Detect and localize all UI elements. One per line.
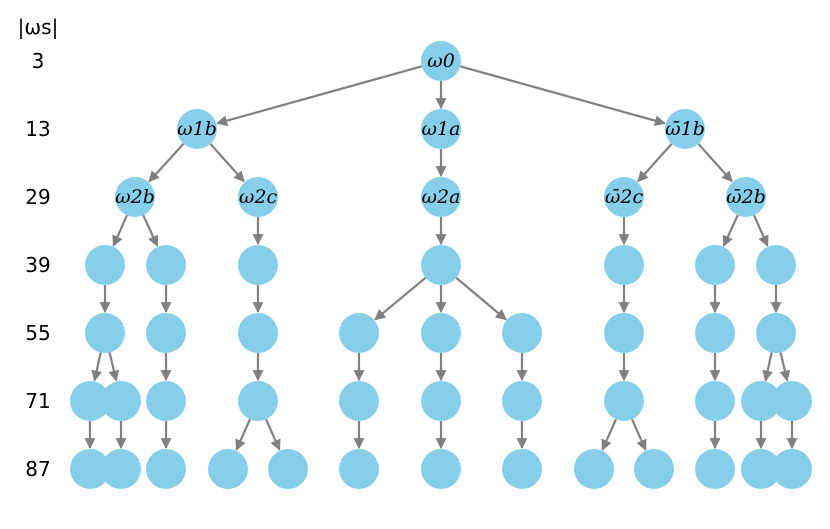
tree-node bbox=[604, 245, 644, 285]
tree-node bbox=[604, 381, 644, 421]
tree-node bbox=[695, 313, 735, 353]
tree-node bbox=[756, 313, 796, 353]
tree-node-wb1b bbox=[665, 109, 705, 149]
tree-edge-arrow bbox=[108, 352, 120, 382]
tree-node bbox=[208, 449, 248, 489]
tree-node bbox=[421, 449, 461, 489]
level-size-label: 71 bbox=[25, 389, 50, 413]
tree-node bbox=[238, 245, 278, 285]
tree-node-label: ω1b bbox=[177, 118, 217, 140]
tree-node bbox=[85, 245, 125, 285]
tree-edge-arrow bbox=[374, 276, 427, 321]
tree-node bbox=[741, 381, 781, 421]
tree-node-w1a bbox=[421, 109, 461, 149]
tree-edge-arrow bbox=[779, 352, 791, 382]
level-size-label: 13 bbox=[25, 117, 50, 141]
nodes: ω0 ω1b ω1a ω̄1b ω2b ω2c ω2a ω̄2c ω̄2b bbox=[70, 41, 812, 489]
tree-node-label: ω̄2c bbox=[605, 186, 644, 208]
tree-node bbox=[695, 449, 735, 489]
level-size-label: 55 bbox=[25, 321, 50, 345]
tree-node-w1b bbox=[177, 109, 217, 149]
tree-node bbox=[634, 449, 674, 489]
tree-node bbox=[85, 313, 125, 353]
tree-edge-arrow bbox=[697, 143, 733, 183]
tree-edge-arrow bbox=[459, 65, 666, 127]
tree-node-label: ω̄2b bbox=[726, 186, 766, 208]
tree-node-w0 bbox=[421, 41, 461, 81]
tree-node-w2c bbox=[238, 177, 278, 217]
tree-node bbox=[695, 245, 735, 285]
tree-node bbox=[146, 449, 186, 489]
tree-node-label: ω2b bbox=[115, 186, 155, 208]
tree-node-w2a bbox=[421, 177, 461, 217]
tree-node-label: ω2c bbox=[239, 186, 278, 208]
tree-node bbox=[695, 381, 735, 421]
tree-node bbox=[268, 449, 308, 489]
size-column-header: |ωs| bbox=[18, 15, 59, 39]
tree-edge-arrow bbox=[762, 352, 774, 382]
tree-edge-arrow bbox=[91, 352, 103, 382]
tree-node bbox=[502, 313, 542, 353]
tree-node bbox=[772, 449, 812, 489]
tree-node bbox=[421, 381, 461, 421]
level-labels: 3 13 29 39 55 71 87 bbox=[25, 49, 50, 481]
tree-node-label: ω2a bbox=[422, 186, 461, 208]
tree-edge-arrow bbox=[722, 214, 739, 247]
tree-edge-arrow bbox=[112, 214, 128, 247]
tree-node bbox=[146, 245, 186, 285]
tree-node bbox=[146, 381, 186, 421]
tree-node bbox=[772, 381, 812, 421]
tree-node-wb2c bbox=[604, 177, 644, 217]
tree-node bbox=[574, 449, 614, 489]
tree-edge-arrow bbox=[455, 277, 507, 321]
tree-node bbox=[604, 313, 644, 353]
tree-edge-arrow bbox=[753, 214, 769, 247]
tree-node-w2b bbox=[115, 177, 155, 217]
tree-node-label: ω1a bbox=[422, 118, 461, 140]
tree-node bbox=[756, 245, 796, 285]
level-size-label: 29 bbox=[25, 185, 50, 209]
tree-edge-arrow bbox=[601, 418, 617, 451]
tree-edge-arrow bbox=[142, 214, 159, 247]
level-size-label: 87 bbox=[25, 457, 50, 481]
tree-node bbox=[421, 245, 461, 285]
edges bbox=[84, 65, 798, 451]
tree-node bbox=[502, 381, 542, 421]
tree-node-wb2b bbox=[726, 177, 766, 217]
tree-node bbox=[238, 313, 278, 353]
tree-edge-arrow bbox=[235, 418, 251, 451]
tree-node bbox=[339, 449, 379, 489]
tree-edge-arrow bbox=[216, 65, 423, 127]
tree-node bbox=[70, 381, 110, 421]
tree-node bbox=[421, 313, 461, 353]
tree-node-label: ω̄1b bbox=[665, 118, 705, 140]
tree-node bbox=[339, 381, 379, 421]
level-size-label: 3 bbox=[32, 49, 45, 73]
tree-edge-arrow bbox=[631, 418, 647, 451]
tree-node bbox=[146, 313, 186, 353]
tree-node bbox=[502, 449, 542, 489]
tree-node bbox=[339, 313, 379, 353]
tree-edge-arrow bbox=[209, 143, 245, 183]
tree-edge-arrow bbox=[265, 418, 281, 451]
tree-node bbox=[70, 449, 110, 489]
tree-node bbox=[101, 381, 141, 421]
tree-node bbox=[741, 449, 781, 489]
tree-node bbox=[101, 449, 141, 489]
tree-node bbox=[238, 381, 278, 421]
tree-edge-arrow bbox=[637, 143, 673, 183]
tree-edge-arrow bbox=[148, 143, 185, 183]
tree-node-label: ω0 bbox=[427, 50, 455, 72]
level-size-label: 39 bbox=[25, 253, 50, 277]
